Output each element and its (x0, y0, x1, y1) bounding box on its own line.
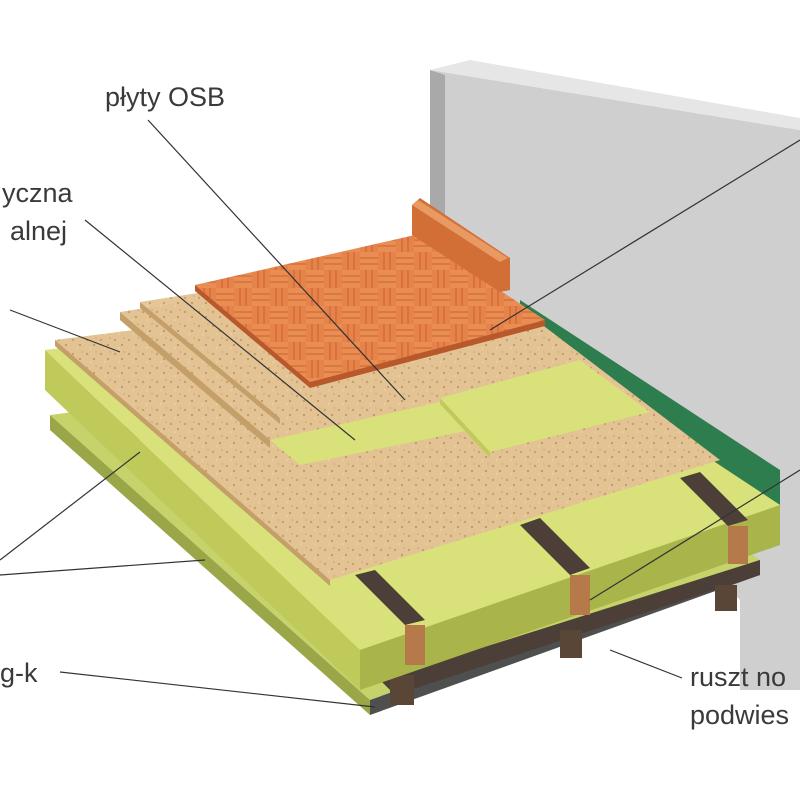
leader-lines (0, 119, 800, 708)
leader-insulation-1 (0, 451, 141, 561)
insulation-strip (270, 402, 470, 465)
vapor-membrane (520, 300, 780, 505)
label-osb: płyty OSB (105, 82, 226, 112)
label-acoustic-line2: alnej (10, 216, 68, 246)
label-drywall: g-k (0, 658, 38, 688)
parquet-floor (195, 235, 545, 388)
label-acoustic-line1: yczna (2, 178, 73, 208)
leader-osb-left (9, 309, 121, 353)
label-frame-line2: podwies (690, 700, 790, 730)
label-frame-line1: ruszt no (690, 662, 787, 692)
leader-frame (609, 649, 683, 679)
leader-wall-lower (589, 469, 800, 601)
leader-drywall (59, 671, 376, 708)
leader-wall-upper (489, 139, 800, 331)
skirting-board (412, 198, 510, 292)
leader-acoustic (84, 219, 356, 441)
leader-insulation-2 (0, 559, 206, 576)
leader-osb (147, 119, 406, 401)
insulation-board (440, 360, 650, 452)
